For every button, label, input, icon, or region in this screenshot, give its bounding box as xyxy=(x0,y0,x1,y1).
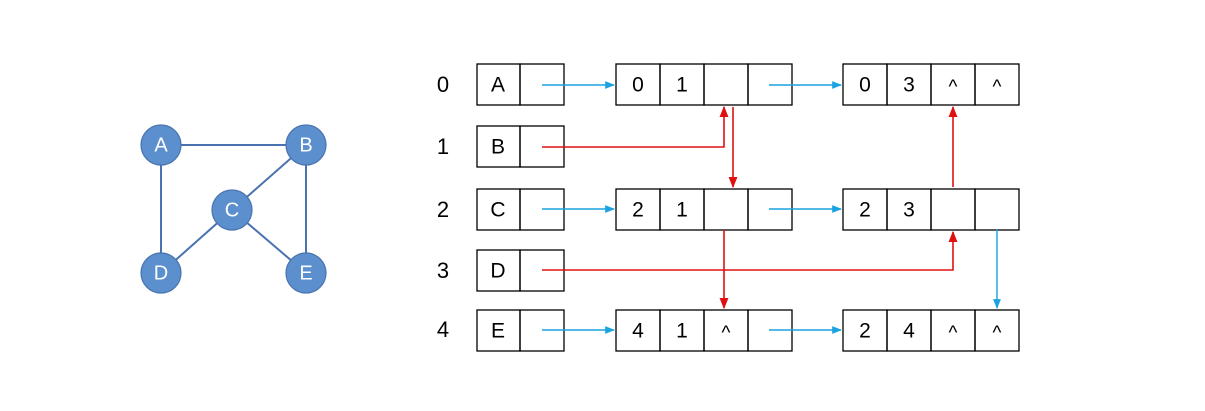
arc-tlink: ^ xyxy=(993,77,1002,98)
graph-node-label: B xyxy=(299,134,312,156)
arc-head: 1 xyxy=(676,320,688,343)
graph-node-label: D xyxy=(154,262,168,284)
arc-hlink: ^ xyxy=(949,77,958,98)
graph-node-e: E xyxy=(285,252,327,294)
in-link-arrow xyxy=(542,105,729,148)
graph: A B C D E xyxy=(140,124,327,294)
out-links xyxy=(542,81,1001,334)
graph-node-label: E xyxy=(299,262,312,284)
arc-tail: 0 xyxy=(632,74,644,97)
arc-tail: 0 xyxy=(859,74,871,97)
vertex-label: E xyxy=(491,320,505,343)
arc-tail: 4 xyxy=(632,320,644,343)
row-index: 0 xyxy=(437,72,449,97)
arc-tlink: ^ xyxy=(993,323,1002,344)
arc-hlink: ^ xyxy=(949,323,958,344)
vertex-label: B xyxy=(491,136,505,159)
vertex-node-c: C xyxy=(476,188,565,231)
arc-tail: 2 xyxy=(859,199,871,222)
graph-node-b: B xyxy=(285,124,327,166)
arc-tail: 2 xyxy=(859,320,871,343)
graph-node-label: C xyxy=(225,199,239,221)
row-index: 1 xyxy=(437,134,449,159)
arc-head: 1 xyxy=(676,199,688,222)
row-indices: 0 1 2 3 4 xyxy=(437,72,449,342)
arc-hlink: ^ xyxy=(722,323,731,344)
arc-node-2-1: 2 1 xyxy=(615,188,793,231)
in-links xyxy=(542,105,958,310)
graph-node-label: A xyxy=(154,134,168,156)
in-link-arrow xyxy=(542,230,958,271)
arc-node-4-1: 4 1 ^ xyxy=(615,309,793,352)
graph-node-c: C xyxy=(211,189,253,231)
arc-node-0-3: 0 3 ^ ^ xyxy=(842,63,1020,106)
arc-node-2-4: 2 4 ^ ^ xyxy=(842,309,1020,352)
arc-head: 3 xyxy=(903,74,915,97)
arc-head: 4 xyxy=(903,320,915,343)
arc-head: 1 xyxy=(676,74,688,97)
orthogonal-list: 0 1 2 3 4 A B C D E xyxy=(437,63,1020,352)
row-index: 4 xyxy=(437,317,449,342)
arc-tail: 2 xyxy=(632,199,644,222)
graph-node-d: D xyxy=(140,252,182,294)
arc-node-2-3: 2 3 xyxy=(842,188,1020,231)
vertex-label: C xyxy=(490,199,505,222)
row-index: 3 xyxy=(437,258,449,283)
arc-node-0-1: 0 1 xyxy=(615,63,793,106)
vertex-label: A xyxy=(491,74,505,97)
graph-node-a: A xyxy=(140,124,182,166)
row-index: 2 xyxy=(437,197,449,222)
vertex-label: D xyxy=(490,260,505,283)
arc-head: 3 xyxy=(903,199,915,222)
vertex-node-d: D xyxy=(476,249,565,292)
